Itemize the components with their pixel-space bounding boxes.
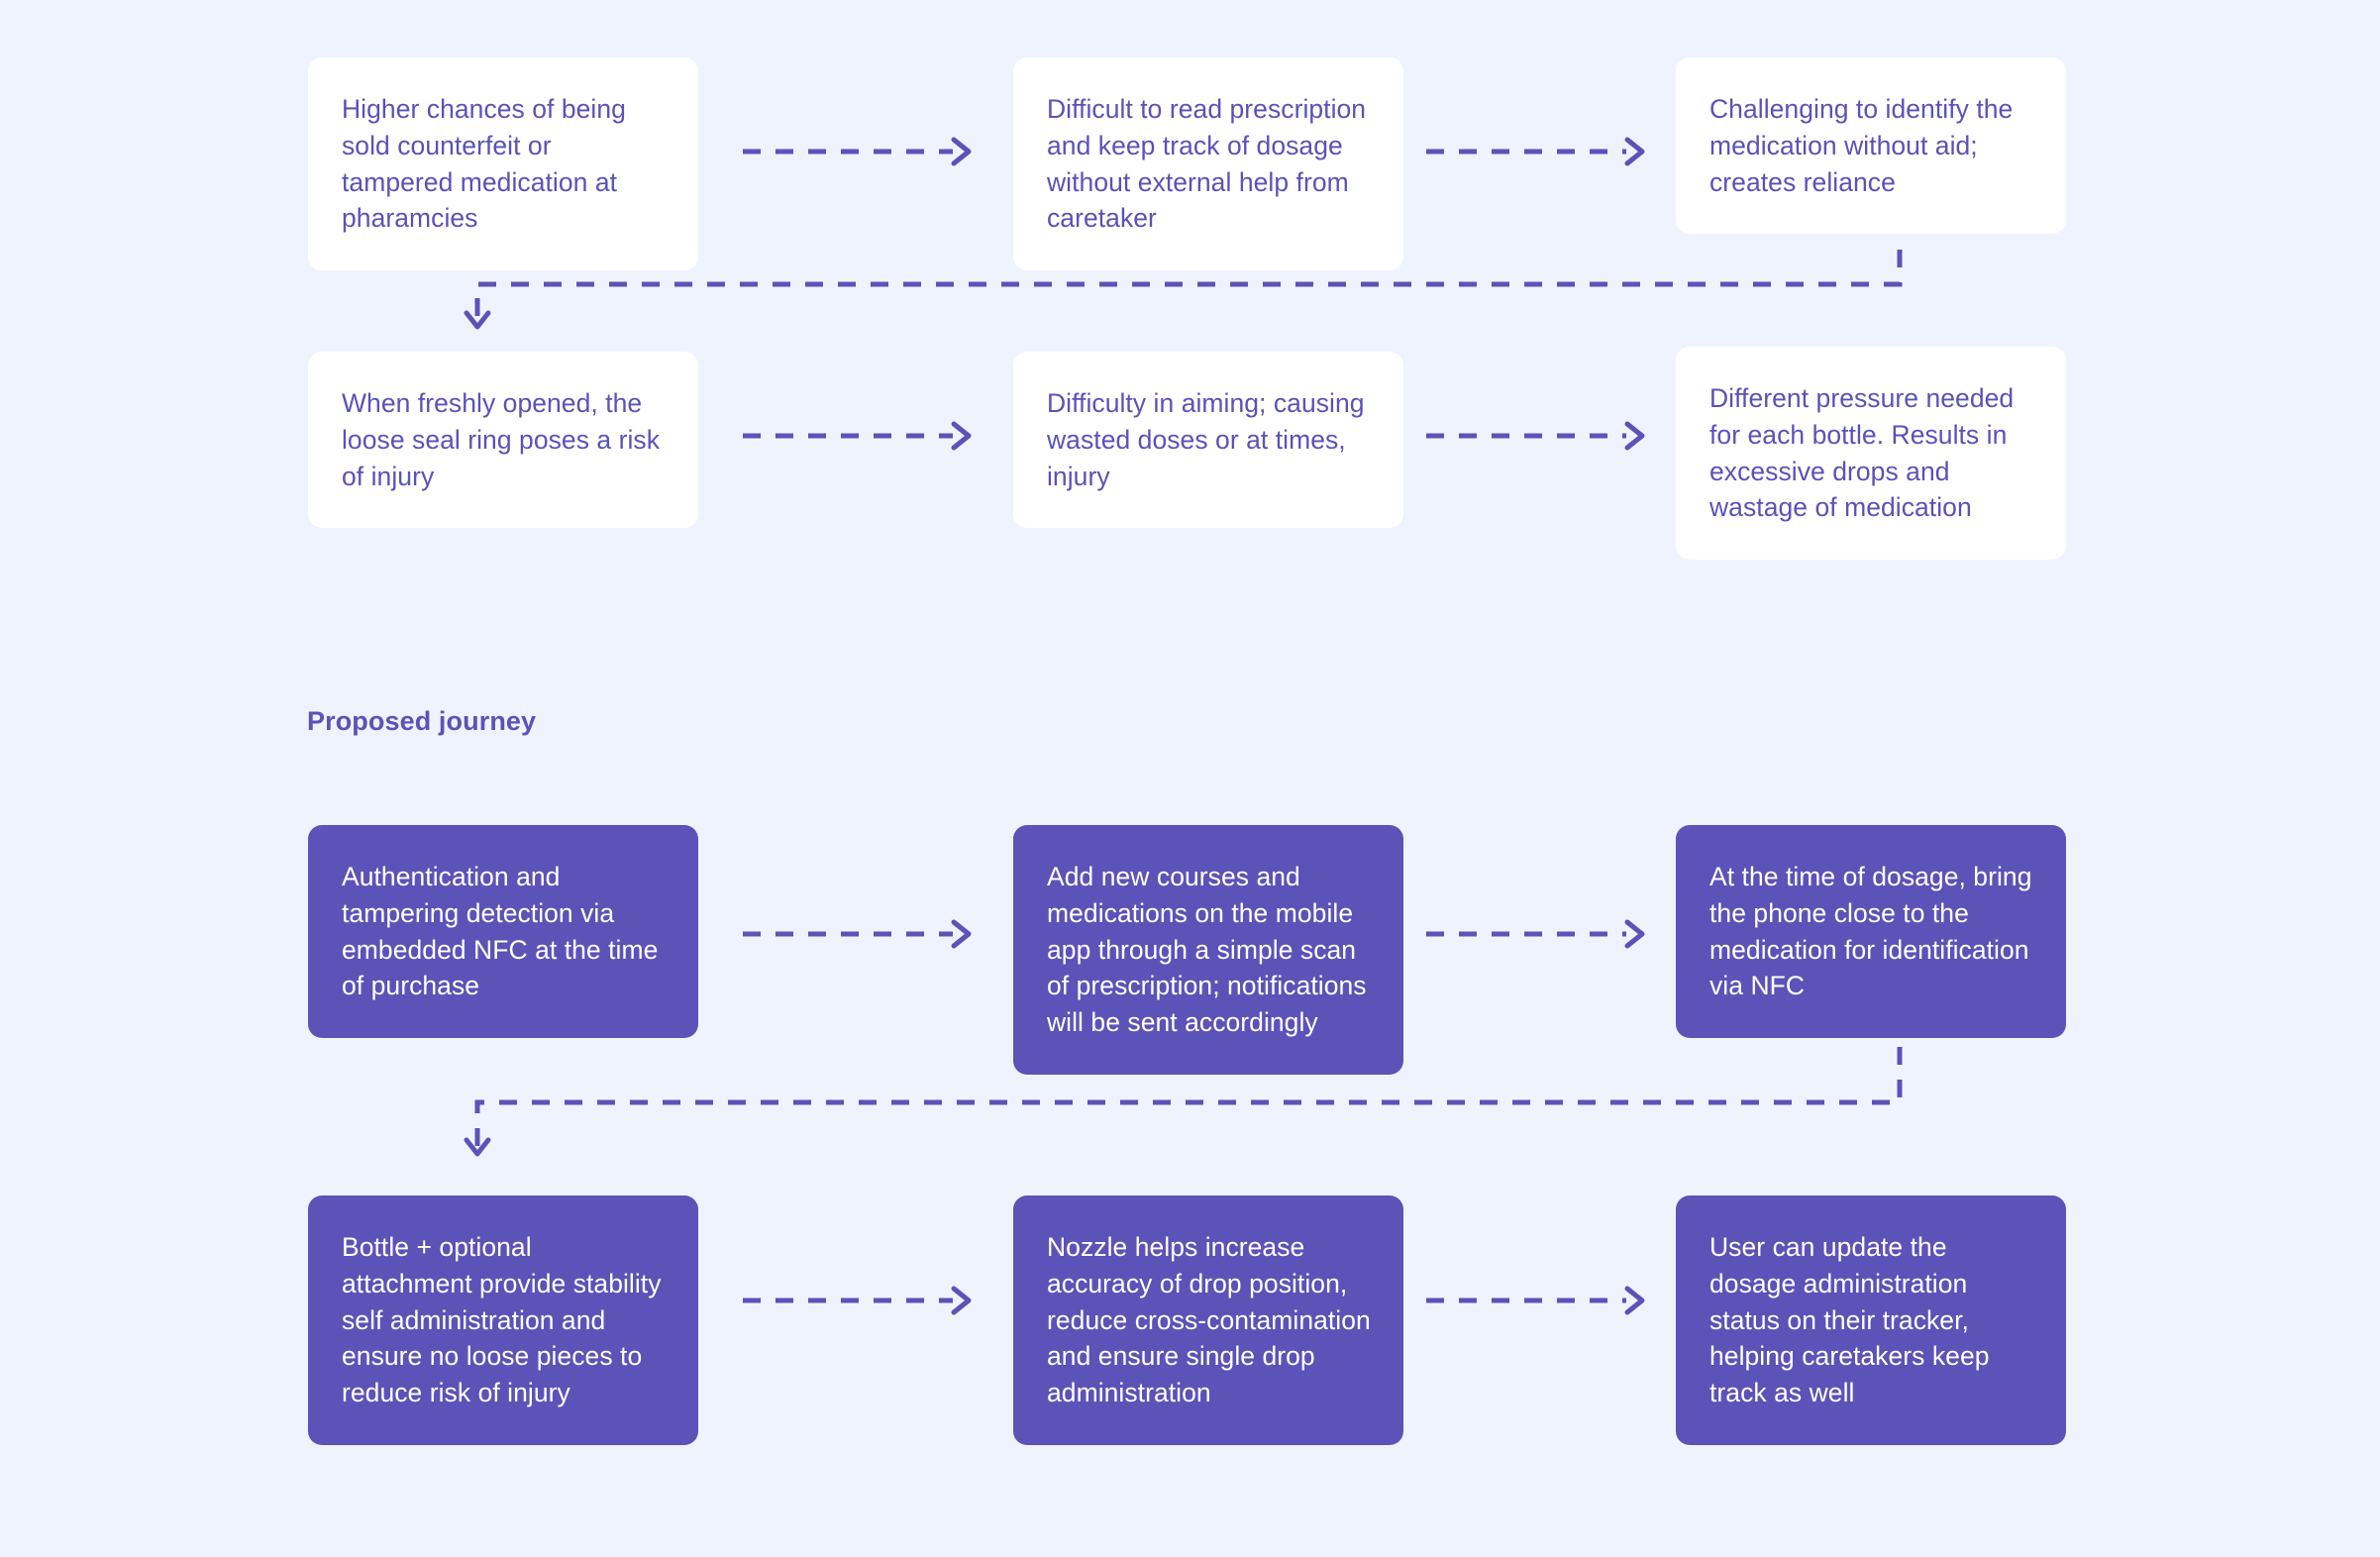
dashed-arrow-right-icon bbox=[1426, 418, 1654, 454]
solution-card-tracker[interactable]: User can update the dosage administratio… bbox=[1676, 1195, 2066, 1446]
card-text: Difficult to read prescription and keep … bbox=[1047, 94, 1367, 234]
solution-card-authentication[interactable]: Authentication and tampering detection v… bbox=[308, 825, 698, 1039]
card-text: Authentication and tampering detection v… bbox=[342, 862, 659, 1001]
pain-card-aiming[interactable]: Difficulty in aiming; causing wasted dos… bbox=[1013, 352, 1403, 529]
card-text: Bottle + optional attachment provide sta… bbox=[342, 1232, 662, 1408]
dashed-arrow-right-icon bbox=[1426, 1283, 1654, 1318]
dashed-arrow-right-icon bbox=[743, 418, 981, 454]
card-text: Add new courses and medications on the m… bbox=[1047, 862, 1367, 1038]
card-text: Higher chances of being sold counterfeit… bbox=[342, 94, 626, 234]
dashed-arrow-right-icon bbox=[743, 134, 981, 169]
dashed-arrow-right-icon bbox=[1426, 916, 1654, 952]
solution-card-add-courses[interactable]: Add new courses and medications on the m… bbox=[1013, 825, 1403, 1076]
card-text: User can update the dosage administratio… bbox=[1709, 1232, 1990, 1408]
pain-card-counterfeit[interactable]: Higher chances of being sold counterfeit… bbox=[308, 57, 698, 271]
solution-card-nozzle[interactable]: Nozzle helps increase accuracy of drop p… bbox=[1013, 1195, 1403, 1446]
card-text: Nozzle helps increase accuracy of drop p… bbox=[1047, 1232, 1371, 1408]
pain-card-pressure[interactable]: Different pressure needed for each bottl… bbox=[1676, 347, 2066, 561]
pain-card-seal-ring[interactable]: When freshly opened, the loose seal ring… bbox=[308, 352, 698, 529]
card-text: When freshly opened, the loose seal ring… bbox=[342, 388, 661, 491]
dashed-arrow-right-icon bbox=[1426, 134, 1654, 169]
solution-card-bottle-attachment[interactable]: Bottle + optional attachment provide sta… bbox=[308, 1195, 698, 1446]
pain-card-identification[interactable]: Challenging to identify the medication w… bbox=[1676, 57, 2066, 235]
page-section-title-proposed-journey: Proposed journey bbox=[307, 706, 537, 736]
card-text: Different pressure needed for each bottl… bbox=[1709, 383, 2015, 523]
card-text: Challenging to identify the medication w… bbox=[1709, 94, 2014, 197]
card-text: Difficulty in aiming; causing wasted dos… bbox=[1047, 388, 1365, 491]
card-text: At the time of dosage, bring the phone c… bbox=[1709, 862, 2032, 1001]
dashed-arrow-right-icon bbox=[743, 1283, 981, 1318]
pain-card-prescription-readability[interactable]: Difficult to read prescription and keep … bbox=[1013, 57, 1403, 271]
dashed-arrow-right-icon bbox=[743, 916, 981, 952]
solution-card-nfc-identification[interactable]: At the time of dosage, bring the phone c… bbox=[1676, 825, 2066, 1039]
